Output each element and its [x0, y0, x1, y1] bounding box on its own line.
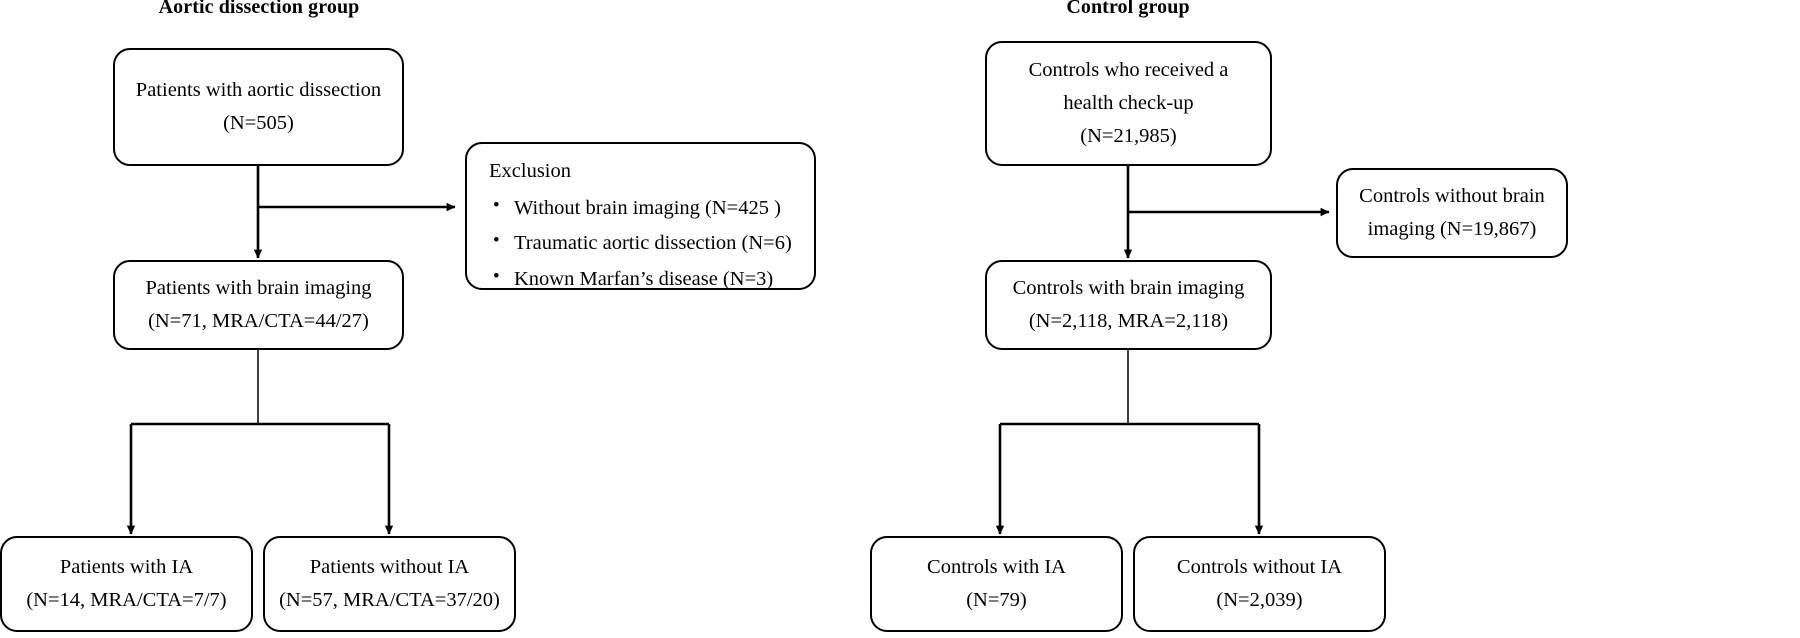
box-left-enrolled: Patients with aortic dissection (N=505) — [113, 48, 404, 166]
box-right-imaged-line1: Controls with brain imaging — [1012, 276, 1245, 299]
box-left-enrolled-line2: (N=505) — [223, 112, 294, 134]
box-left-without-ia-line2: (N=57, MRA/CTA=37/20) — [279, 589, 500, 611]
box-right-enrolled-line1: Controls who received a — [1028, 58, 1229, 81]
exclusion-item: Traumatic aortic dissection (N=6) — [487, 225, 792, 261]
box-right-with-ia-line1: Controls with IA — [927, 555, 1066, 578]
box-left-imaged-line1: Patients with brain imaging — [145, 276, 372, 299]
group-title-aortic-dissection: Aortic dissection group — [158, 0, 360, 18]
box-right-imaged-line2: (N=2,118, MRA=2,118) — [1028, 310, 1229, 332]
box-right-exclusion-line2: imaging (N=19,867) — [1367, 218, 1537, 240]
box-right-enrolled: Controls who received a health check-up … — [985, 41, 1272, 166]
box-right-exclusion: Controls without brain imaging (N=19,867… — [1336, 168, 1568, 258]
box-right-without-ia-line1: Controls without IA — [1176, 555, 1343, 578]
box-left-exclusion: Exclusion Without brain imaging (N=425 )… — [465, 142, 816, 294]
group-title-control: Control group — [1066, 0, 1190, 18]
box-left-without-ia: Patients without IA (N=57, MRA/CTA=37/20… — [263, 536, 516, 632]
exclusion-item: Known Marfan’s disease (N=3) — [487, 261, 792, 297]
box-left-imaged-line2: (N=71, MRA/CTA=44/27) — [148, 310, 369, 332]
box-left-with-ia-line2: (N=14, MRA/CTA=7/7) — [26, 589, 227, 611]
box-right-enrolled-line3: (N=21,985) — [1080, 125, 1177, 148]
box-right-imaged: Controls with brain imaging (N=2,118, MR… — [985, 260, 1272, 350]
box-right-without-ia: Controls without IA (N=2,039) — [1133, 536, 1386, 632]
exclusion-heading: Exclusion — [489, 160, 571, 182]
box-left-with-ia: Patients with IA (N=14, MRA/CTA=7/7) — [0, 536, 253, 632]
box-left-without-ia-line1: Patients without IA — [309, 555, 470, 578]
exclusion-list: Without brain imaging (N=425 ) Traumatic… — [487, 190, 792, 297]
box-left-with-ia-line1: Patients with IA — [59, 555, 194, 578]
box-right-exclusion-line1: Controls without brain — [1359, 184, 1545, 207]
box-right-enrolled-line2: health check-up — [1063, 91, 1194, 114]
box-right-with-ia: Controls with IA (N=79) — [870, 536, 1123, 632]
box-right-with-ia-line2: (N=79) — [966, 589, 1027, 611]
exclusion-item: Without brain imaging (N=425 ) — [487, 190, 792, 226]
box-left-enrolled-line1: Patients with aortic dissection — [135, 78, 382, 101]
box-right-without-ia-line2: (N=2,039) — [1216, 589, 1303, 611]
box-left-imaged: Patients with brain imaging (N=71, MRA/C… — [113, 260, 404, 350]
